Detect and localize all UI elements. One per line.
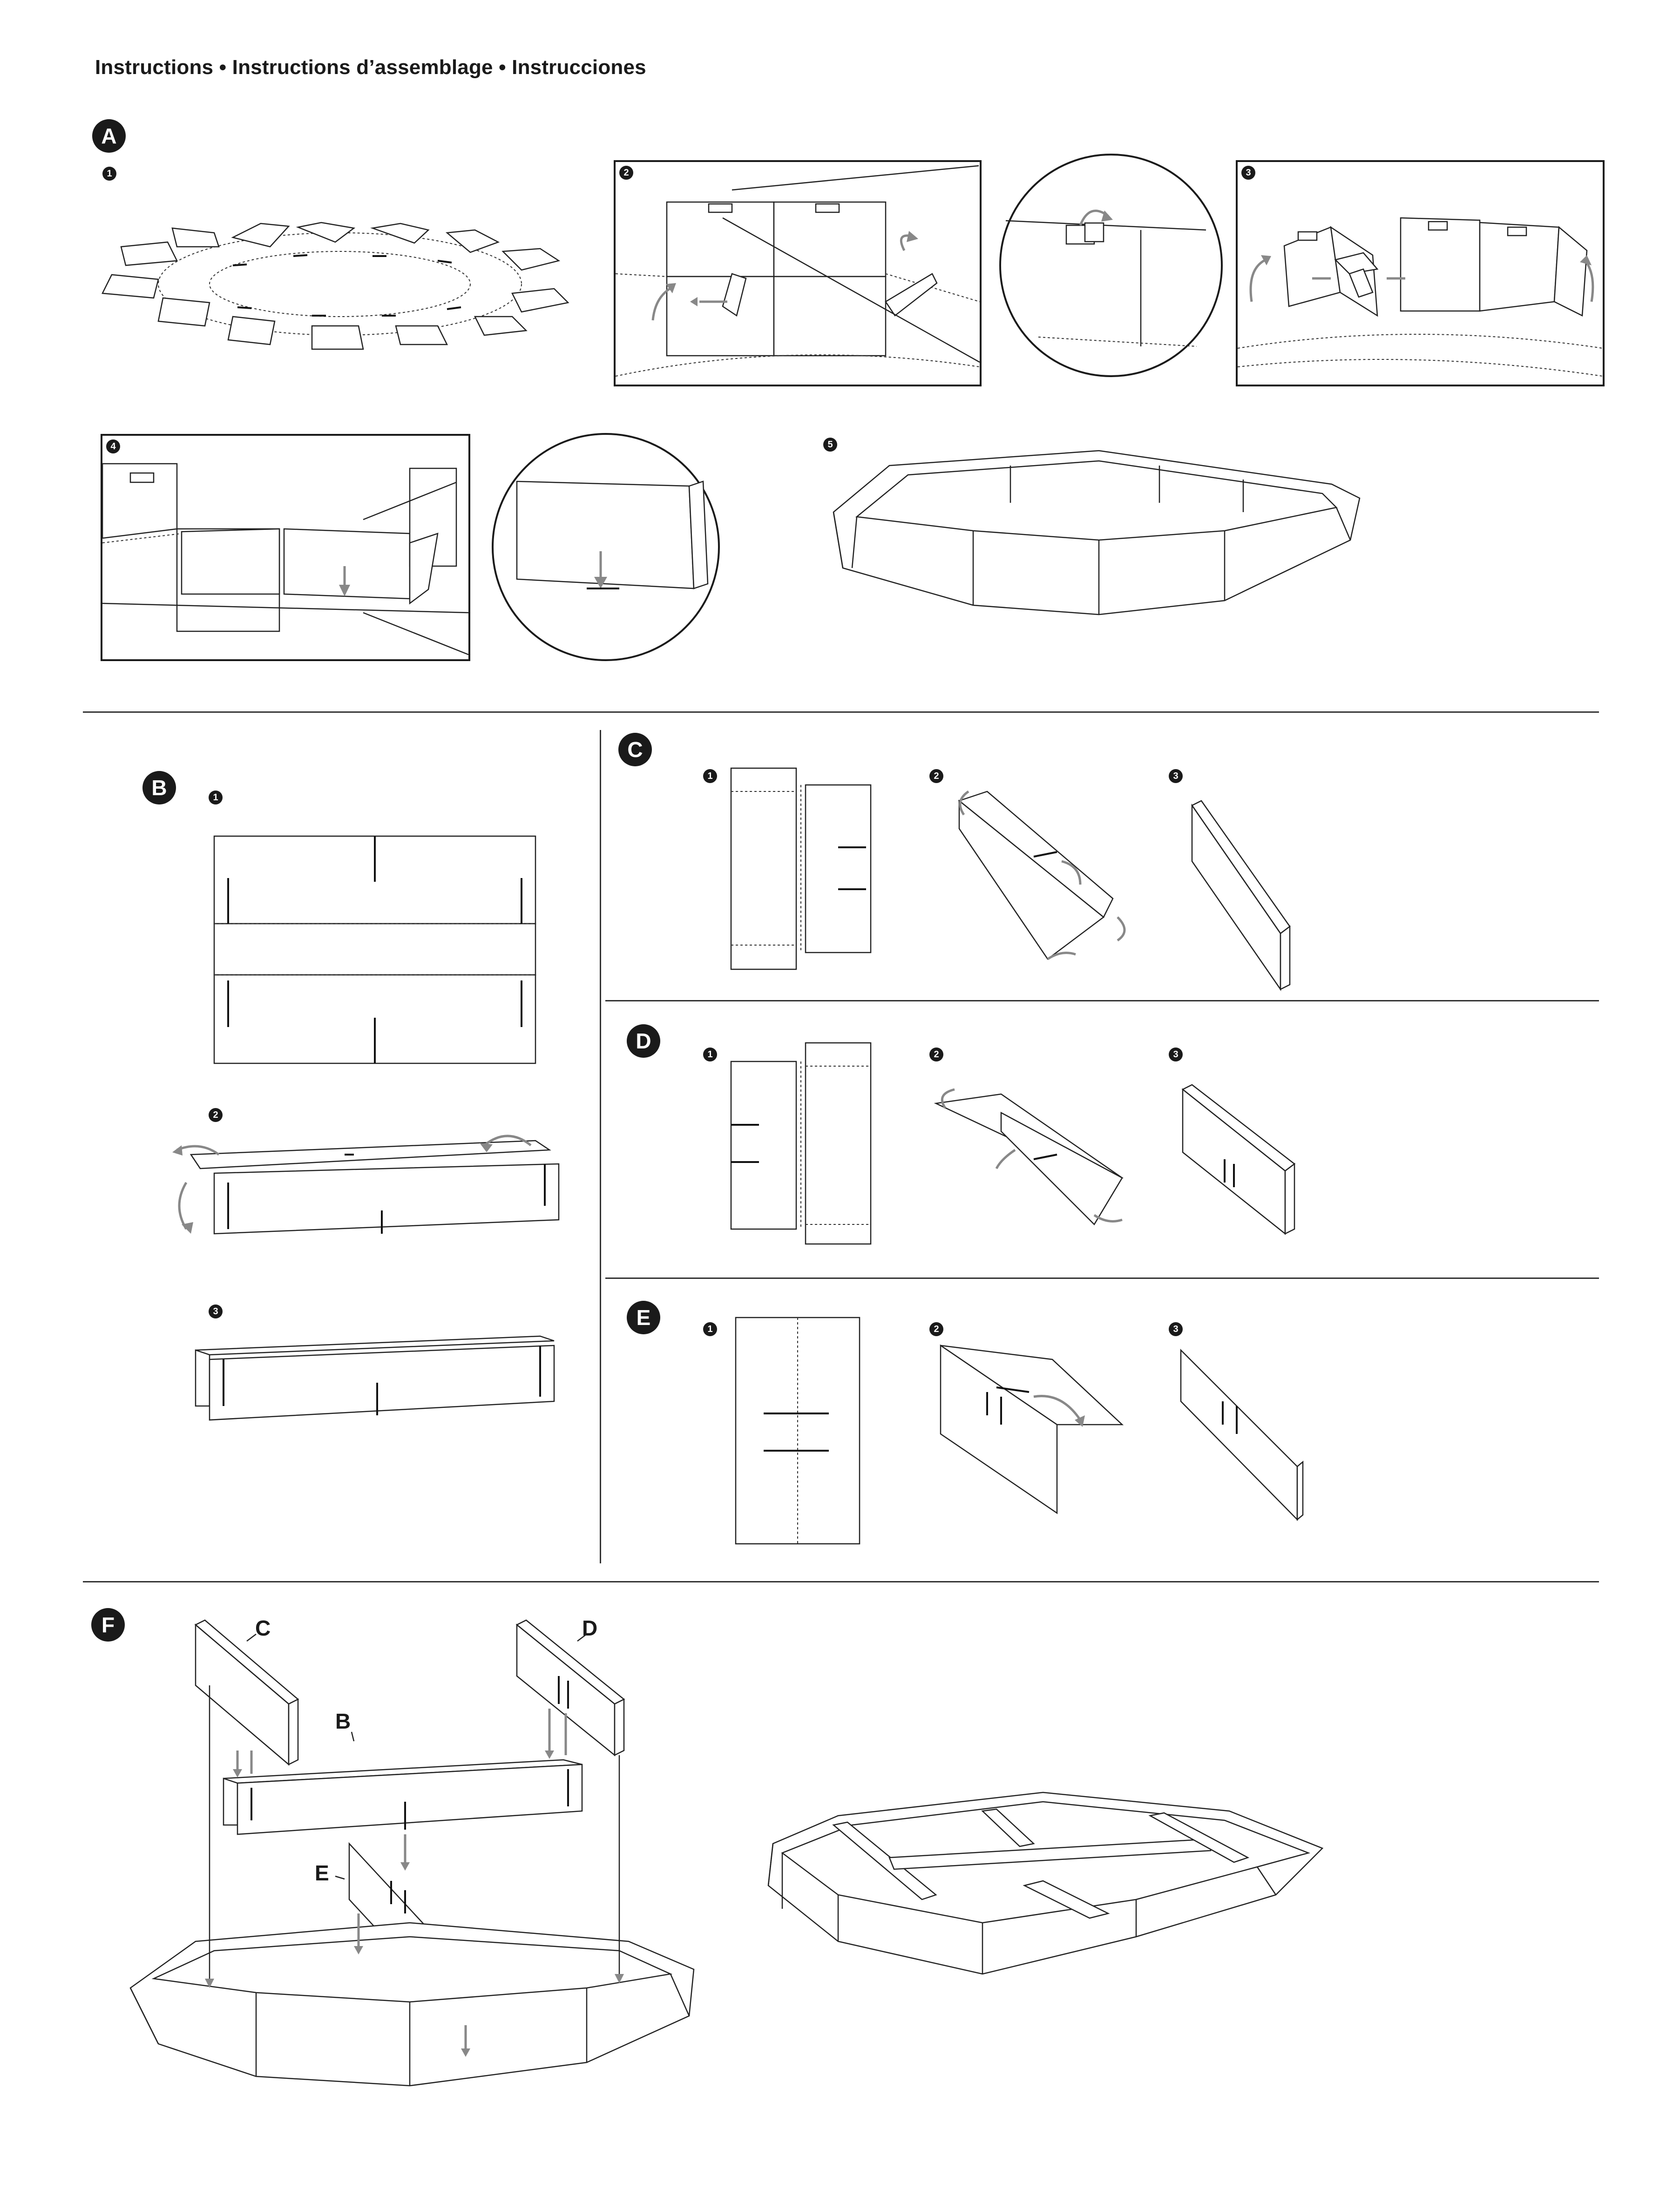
d3-folded-end-piece-illustration bbox=[1178, 1085, 1299, 1238]
c1-flat-end-piece-illustration bbox=[731, 768, 871, 973]
a-step-2-badge: 2 bbox=[619, 166, 633, 180]
section-b-badge: B bbox=[142, 771, 176, 804]
e-step-2-badge: 2 bbox=[929, 1322, 943, 1336]
a2-zoom-tab-illustration bbox=[1001, 155, 1221, 375]
a4-wall-lock-illustration bbox=[102, 436, 468, 659]
c-step-3-badge: 3 bbox=[1169, 769, 1183, 783]
b-step-3-badge: 3 bbox=[209, 1305, 223, 1318]
a1-flat-octagon-blank-illustration bbox=[93, 210, 587, 358]
e-step-1-badge: 1 bbox=[703, 1322, 717, 1336]
c2-folding-end-piece-illustration bbox=[941, 782, 1145, 968]
section-c-badge: C bbox=[618, 733, 652, 766]
d2-folding-end-piece-illustration bbox=[927, 1085, 1141, 1243]
section-divider-bottom bbox=[83, 1581, 1599, 1582]
page-title: Instructions • Instructions d’assemblage… bbox=[95, 56, 646, 79]
a3-detail-frame bbox=[1236, 160, 1605, 386]
d1-flat-end-piece-illustration bbox=[731, 1043, 871, 1248]
a-step-1-badge: 1 bbox=[102, 167, 116, 181]
section-d-badge: D bbox=[627, 1024, 660, 1058]
section-divider-vertical bbox=[600, 730, 601, 1563]
a5-assembled-octagon-tray-illustration bbox=[824, 447, 1374, 624]
a-step-4-badge: 4 bbox=[106, 439, 120, 453]
b2-folding-divider-illustration bbox=[172, 1127, 568, 1257]
a-step-5-badge: 5 bbox=[823, 438, 837, 452]
section-divider-de bbox=[605, 1278, 1599, 1279]
section-f-badge: F bbox=[91, 1608, 125, 1642]
f-exploded-assembly-illustration bbox=[121, 1615, 708, 2095]
b1-flat-divider-blank-illustration bbox=[214, 836, 540, 1069]
section-e-badge: E bbox=[627, 1301, 660, 1334]
part-label-e: E bbox=[315, 1861, 329, 1885]
a4-zoom-slot-illustration bbox=[494, 435, 718, 659]
c-step-1-badge: 1 bbox=[703, 769, 717, 783]
a4-detail-frame bbox=[101, 434, 470, 661]
b3-folded-divider-illustration bbox=[186, 1332, 568, 1434]
part-label-c: C bbox=[255, 1616, 271, 1640]
b-step-2-badge: 2 bbox=[209, 1108, 223, 1122]
a2-zoom-circle bbox=[999, 154, 1223, 377]
section-divider-top bbox=[83, 711, 1599, 713]
f-final-assembled-organizer-illustration bbox=[764, 1788, 1332, 1993]
section-a-badge: A bbox=[92, 119, 126, 153]
b-step-1-badge: 1 bbox=[209, 791, 223, 804]
e2-folding-center-divider-illustration bbox=[941, 1345, 1127, 1518]
c3-folded-end-piece-illustration bbox=[1183, 801, 1299, 992]
a3-walls-upright-illustration bbox=[1238, 162, 1603, 385]
c-step-2-badge: 2 bbox=[929, 769, 943, 783]
a-step-3-badge: 3 bbox=[1241, 166, 1255, 180]
a2-folding-walls-illustration bbox=[616, 162, 980, 385]
section-divider-cd bbox=[605, 1000, 1599, 1001]
d-step-1-badge: 1 bbox=[703, 1048, 717, 1061]
d-step-2-badge: 2 bbox=[929, 1048, 943, 1061]
e3-folded-center-divider-illustration bbox=[1181, 1350, 1307, 1522]
a2-detail-frame bbox=[614, 160, 982, 386]
e-step-3-badge: 3 bbox=[1169, 1322, 1183, 1336]
d-step-3-badge: 3 bbox=[1169, 1048, 1183, 1061]
e1-flat-center-divider-illustration bbox=[736, 1318, 861, 1546]
part-label-b: B bbox=[335, 1709, 351, 1733]
